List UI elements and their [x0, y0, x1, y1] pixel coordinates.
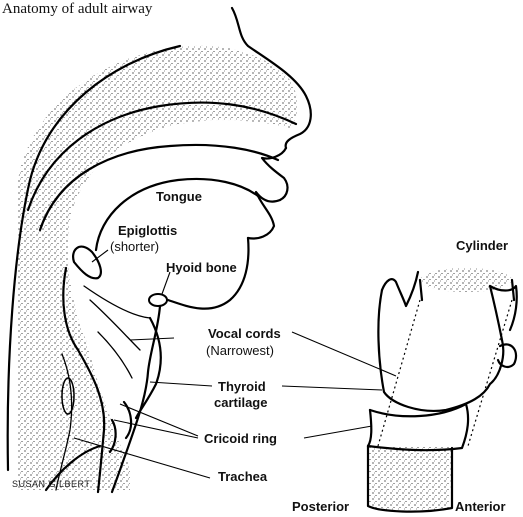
cylinder-cricoid-band — [368, 404, 468, 450]
label-tongue: Tongue — [156, 189, 202, 204]
label-vocal-cords: Vocal cords — [208, 326, 281, 341]
larynx-cylinder-drawing — [368, 268, 517, 512]
artist-credit: SUSAN GILBERT — [12, 479, 90, 489]
label-vocal-cords-note: (Narrowest) — [206, 343, 274, 358]
label-posterior: Posterior — [292, 499, 349, 514]
label-anterior: Anterior — [455, 499, 506, 514]
cylinder-top-ellipse — [420, 268, 512, 292]
hyoid-bone-shape — [149, 294, 167, 306]
label-cylinder: Cylinder — [456, 238, 508, 253]
leader-thyroid — [150, 382, 382, 390]
label-epiglottis: Epiglottis — [118, 223, 177, 238]
vocal-fold-lines — [84, 286, 150, 378]
diagram-title: Anatomy of adult airway — [2, 1, 153, 17]
label-trachea: Trachea — [218, 469, 268, 484]
cylinder-guide-line-left — [378, 300, 420, 446]
label-cartilage: cartilage — [214, 395, 267, 410]
label-hyoid-bone: Hyoid bone — [166, 260, 237, 275]
label-cricoid-ring: Cricoid ring — [204, 431, 277, 446]
label-thyroid: Thyroid — [218, 379, 266, 394]
posterior-tissue-stipple — [18, 46, 298, 490]
leader-hyoid — [162, 272, 170, 294]
epiglottis-shape — [73, 247, 101, 279]
cylinder-arytenoid-bump — [498, 344, 516, 367]
sagittal-section-drawing — [8, 8, 311, 492]
cylinder-guide-line-right — [468, 300, 512, 446]
lower-lip — [248, 192, 280, 239]
label-epiglottis-note: (shorter) — [110, 239, 159, 254]
cylinder-trachea — [368, 446, 452, 512]
cylinder-thyroid-horn-left — [382, 272, 418, 306]
